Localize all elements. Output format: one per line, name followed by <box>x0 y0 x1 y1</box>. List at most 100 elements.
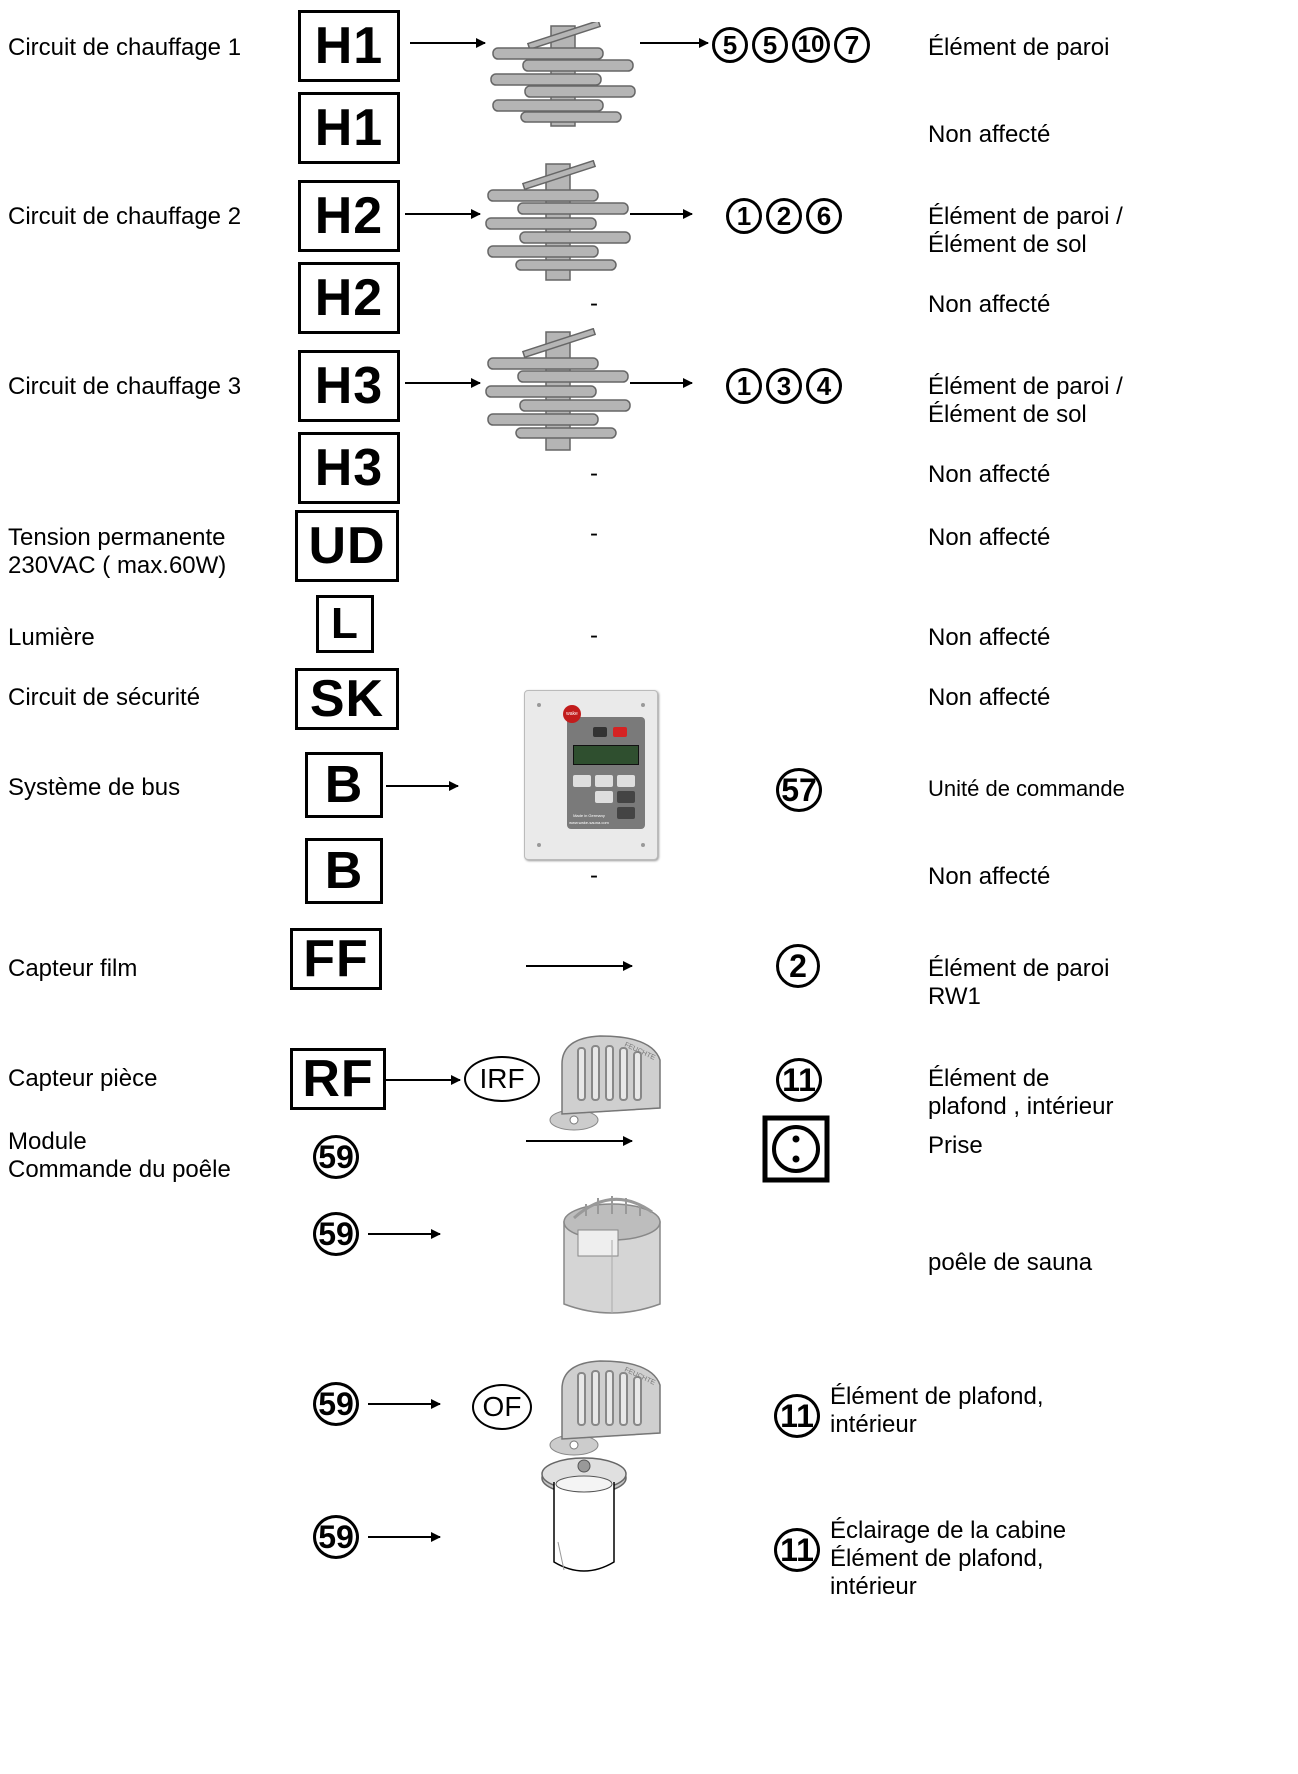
dash-placeholder: - <box>590 460 598 487</box>
ok-button-icon <box>595 791 613 803</box>
right-label: Non affecté <box>928 624 1051 651</box>
minus-button-icon <box>595 775 613 787</box>
right-label: Éclairage de la cabine <box>830 1517 1067 1544</box>
right-label: Non affecté <box>928 291 1051 318</box>
dash-placeholder: - <box>590 290 598 317</box>
code-box-ud: UD <box>295 510 399 582</box>
number-circle: 7 <box>834 27 870 63</box>
code-box-h2-unassigned: H2 <box>298 262 400 334</box>
number-circle: 59 <box>313 1135 359 1179</box>
dash-placeholder: - <box>590 520 598 547</box>
right-label: Non affecté <box>928 863 1051 890</box>
code-box-l: L <box>316 595 374 653</box>
number-circle: 59 <box>313 1212 359 1256</box>
label-permanent-voltage-2: 230VAC ( max.60W) <box>8 552 227 579</box>
code-box-b-unassigned: B <box>305 838 383 904</box>
irf-label-oval: IRF <box>464 1056 540 1102</box>
code-box-h2: H2 <box>298 180 400 252</box>
right-label: Élément de paroi <box>928 34 1110 61</box>
label-room-sensor: Capteur pièce <box>8 1065 158 1092</box>
code-box-h3: H3 <box>298 350 400 422</box>
screw-icon <box>537 843 541 847</box>
terminal-connector-icon <box>485 160 631 281</box>
screw-icon <box>641 843 645 847</box>
right-label: Prise <box>928 1132 983 1159</box>
humidity-sensor-icon: FEUCHTE <box>549 1035 661 1131</box>
right-label: Élément de plafond, <box>830 1545 1044 1572</box>
right-label: RW1 <box>928 983 981 1010</box>
number-circle: 4 <box>806 368 842 404</box>
right-label: Non affecté <box>928 461 1051 488</box>
label-safety-circuit: Circuit de sécurité <box>8 684 201 711</box>
control-display <box>573 745 639 765</box>
dash-placeholder: - <box>590 622 598 649</box>
screw-icon <box>537 703 541 707</box>
label-film-sensor: Capteur film <box>8 955 138 982</box>
label-permanent-voltage-1: Tension permanente <box>8 524 226 551</box>
right-label: Élément de sol <box>928 401 1087 428</box>
number-circle: 1 <box>726 368 762 404</box>
fan-button-icon <box>617 791 635 803</box>
socket-icon <box>762 1115 830 1183</box>
right-label: Non affecté <box>928 524 1051 551</box>
right-label: Non affecté <box>928 121 1051 148</box>
number-circle: 59 <box>313 1515 359 1559</box>
dash-placeholder: - <box>590 862 598 889</box>
color-button-icon <box>617 807 635 819</box>
terminal-connector-icon <box>485 328 631 451</box>
right-label: Élément de plafond, <box>830 1383 1044 1410</box>
number-circle: 11 <box>776 1058 822 1102</box>
code-box-h1: H1 <box>298 10 400 82</box>
number-circle: 5 <box>712 27 748 63</box>
panel-footer-2: www.wake-sauna.com <box>569 820 609 825</box>
label-module-1: Module <box>8 1128 87 1155</box>
code-box-rf: RF <box>290 1048 386 1110</box>
right-label: Élément de paroi / <box>928 203 1123 230</box>
humidity-sensor-icon: FEUCHTE <box>549 1360 661 1456</box>
code-box-b: B <box>305 752 383 818</box>
terminal-connector-icon <box>490 22 636 127</box>
control-panel-image: wake Made in Germany www.wake-sauna.com <box>524 690 658 860</box>
number-circle: 6 <box>806 198 842 234</box>
right-label: Élément de <box>928 1065 1050 1092</box>
code-box-h1-unassigned: H1 <box>298 92 400 164</box>
label-module-2: Commande du poêle <box>8 1156 231 1183</box>
right-label: intérieur <box>830 1411 917 1438</box>
number-circle: 10 <box>792 27 830 63</box>
right-label: poêle de sauna <box>928 1249 1093 1276</box>
label-light: Lumière <box>8 624 95 651</box>
number-circle: 59 <box>313 1382 359 1426</box>
menu-button-icon <box>617 775 635 787</box>
number-circle: 2 <box>776 944 820 988</box>
sauna-stove-icon <box>563 1196 661 1314</box>
plus-button-icon <box>573 775 591 787</box>
label-bus-system: Système de bus <box>8 774 181 801</box>
right-label: Élément de paroi / <box>928 373 1123 400</box>
of-label-oval: OF <box>472 1384 532 1430</box>
right-label: Élément de sol <box>928 231 1087 258</box>
right-label: Non affecté <box>928 684 1051 711</box>
number-circle: 2 <box>766 198 802 234</box>
light-button-icon <box>613 727 627 737</box>
cabin-lamp-icon <box>541 1457 627 1572</box>
number-circle: 1 <box>726 198 762 234</box>
panel-footer-1: Made in Germany <box>573 813 605 818</box>
screw-icon <box>641 703 645 707</box>
label-heating-circuit-3: Circuit de chauffage 3 <box>8 373 242 400</box>
power-button-icon <box>593 727 607 737</box>
code-box-ff: FF <box>290 928 382 990</box>
right-label: plafond , intérieur <box>928 1093 1114 1120</box>
label-heating-circuit-2: Circuit de chauffage 2 <box>8 203 242 230</box>
wake-logo-icon: wake <box>563 705 581 723</box>
number-circle: 57 <box>776 768 822 812</box>
right-label: Élément de paroi <box>928 955 1110 982</box>
number-circle: 11 <box>774 1528 820 1572</box>
label-heating-circuit-1: Circuit de chauffage 1 <box>8 34 242 61</box>
number-circle: 11 <box>774 1394 820 1438</box>
number-circle: 5 <box>752 27 788 63</box>
code-box-h3-unassigned: H3 <box>298 432 400 504</box>
code-box-sk: SK <box>295 668 399 730</box>
right-label: intérieur <box>830 1573 917 1600</box>
number-circle: 3 <box>766 368 802 404</box>
